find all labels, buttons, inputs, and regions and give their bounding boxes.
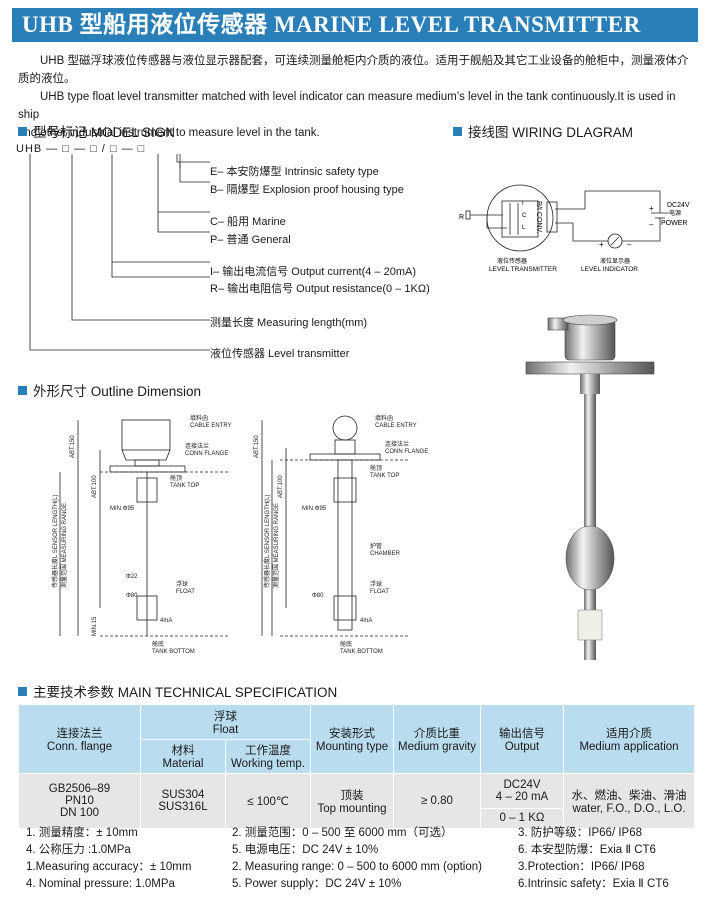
svg-text:Φ80: Φ80 xyxy=(126,593,138,599)
svg-text:连接法兰: 连接法兰 xyxy=(385,440,409,448)
wiring-supply: DC24V xyxy=(667,202,690,209)
svg-text:测量范围 MEASURING RANGE: 测量范围 MEASURING RANGE xyxy=(272,503,280,588)
svg-text:浮球: 浮球 xyxy=(176,580,188,588)
svg-text:浮球: 浮球 xyxy=(370,580,382,588)
bullet-square-icon xyxy=(18,686,27,696)
bullet-square-icon xyxy=(453,126,462,136)
svg-text:CONN FLANGE: CONN FLANGE xyxy=(185,451,228,457)
svg-text:舱底: 舱底 xyxy=(340,640,352,648)
model-sign-heading: 型号标记 MODEL SIGN xyxy=(18,121,175,141)
svg-text:舱顶: 舱顶 xyxy=(370,464,382,472)
td-gravity: ≥ 0.80 xyxy=(393,773,481,829)
product-photo xyxy=(525,314,655,660)
svg-text:TANK BOTTOM: TANK BOTTOM xyxy=(340,649,383,655)
svg-text:填料函: 填料函 xyxy=(375,414,393,422)
wiring-indicator: LEVEL INDICATOR xyxy=(581,266,638,273)
model-item-i: I– 输出电流信号 Output current(4 – 20mA) xyxy=(210,266,417,278)
wiring-r-label: R xyxy=(459,214,464,221)
svg-text:4mA: 4mA xyxy=(360,618,372,624)
td-output-resistance: 0 – 1 KΩ xyxy=(480,807,564,830)
spec-heading: 主要技术参数 MAIN TECHNICAL SPECIFICATION xyxy=(18,681,337,701)
outline-drawing: 填料函 CABLE ENTRY 连接法兰 CONN FLANGE 舱顶 TANK… xyxy=(51,414,428,655)
svg-text:ABT.100: ABT.100 xyxy=(92,475,98,498)
wiring-terminal-c: C xyxy=(522,213,527,219)
wiring-conv-label: R/I CONV. xyxy=(535,201,542,233)
svg-text:CHAMBER: CHAMBER xyxy=(370,551,401,557)
model-sign-brackets xyxy=(29,154,210,351)
svg-text:ABT.100: ABT.100 xyxy=(278,475,284,498)
svg-text:Φ80: Φ80 xyxy=(312,593,324,599)
svg-text:传感器长度L SENSOR LENGTH(L): 传感器长度L SENSOR LENGTH(L) xyxy=(263,495,271,588)
svg-text:ABT.150: ABT.150 xyxy=(70,435,76,458)
svg-text:+: + xyxy=(599,240,604,249)
intro-en-2: and other industrial instrument to measu… xyxy=(18,127,320,139)
svg-text:连接法兰: 连接法兰 xyxy=(185,442,209,450)
bullet-square-icon xyxy=(18,385,27,395)
wiring-transmitter-cn: 液位传感器 xyxy=(497,257,527,265)
svg-text:MIN.Φ95: MIN.Φ95 xyxy=(302,506,327,512)
wiring-indicator-cn: 液位显示器 xyxy=(600,257,630,265)
intro-en-1: UHB type float level transmitter matched… xyxy=(18,91,676,121)
intro-cn: UHB 型磁浮球液位传感器与液位显示器配套，可连续测量舱柜内介质的液位。适用于舰… xyxy=(18,55,689,85)
svg-text:舱底: 舱底 xyxy=(152,640,164,648)
svg-text:CONN FLANGE: CONN FLANGE xyxy=(385,449,428,455)
td-temp: ≤ 100℃ xyxy=(225,773,311,829)
svg-text:FLOAT: FLOAT xyxy=(176,589,195,595)
wiring-power: POWER xyxy=(661,220,687,227)
svg-text:MIN.15: MIN.15 xyxy=(92,616,98,636)
svg-text:+: + xyxy=(649,204,654,213)
intro-text: UHB 型磁浮球液位传感器与液位显示器配套，可连续测量舱柜内介质的液位。适用于舰… xyxy=(18,52,698,142)
svg-text:护管: 护管 xyxy=(370,542,382,550)
model-item-c: C– 船用 Marine xyxy=(210,216,286,228)
svg-text:–: – xyxy=(627,240,632,249)
wiring-diagram: R R/I CONV. I C L + – + – DC24V 电源 POWER… xyxy=(459,184,690,273)
model-item-p: P– 普通 General xyxy=(210,234,291,246)
svg-text:MIN.Φ95: MIN.Φ95 xyxy=(110,506,135,512)
svg-text:TANK BOTTOM: TANK BOTTOM xyxy=(152,649,195,655)
svg-text:CABLE ENTRY: CABLE ENTRY xyxy=(190,423,232,429)
wiring-terminal-l: L xyxy=(522,225,526,231)
svg-text:FLOAT: FLOAT xyxy=(370,589,389,595)
model-item-length: 测量长度 Measuring length(mm) xyxy=(210,317,368,329)
svg-text:测量范围 MEASURING RANGE: 测量范围 MEASURING RANGE xyxy=(60,503,68,588)
svg-text:–: – xyxy=(649,220,654,229)
svg-text:TANK TOP: TANK TOP xyxy=(370,473,399,479)
svg-text:舱顶: 舱顶 xyxy=(170,474,182,482)
svg-text:CABLE ENTRY: CABLE ENTRY xyxy=(375,423,417,429)
svg-text:传感器长度L SENSOR LENGTH(L): 传感器长度L SENSOR LENGTH(L) xyxy=(51,495,59,588)
model-item-b: B– 隔爆型 Explosion proof housing type xyxy=(210,184,404,196)
wiring-transmitter: LEVEL TRANSMITTER xyxy=(489,266,557,273)
page-title: UHB 型船用液位传感器 MARINE LEVEL TRANSMITTER xyxy=(12,8,698,42)
wiring-terminal-i: I xyxy=(522,201,524,207)
outline-heading: 外形尺寸 Outline Dimension xyxy=(18,380,201,400)
svg-text:Φ22: Φ22 xyxy=(126,574,138,580)
bullet-square-icon xyxy=(18,126,27,136)
model-item-e: E– 本安防爆型 Intrinsic safety type xyxy=(210,166,379,178)
model-item-r: R– 输出电阻信号 Output resistance(0 – 1KΩ) xyxy=(210,283,430,295)
wiring-heading: 接线图 WIRING DLAGRAM xyxy=(453,121,633,141)
svg-text:4mA: 4mA xyxy=(160,618,172,624)
wiring-supply-cn: 电源 xyxy=(669,209,681,217)
svg-text:ABT.150: ABT.150 xyxy=(254,435,260,458)
model-item-transmitter: 液位传感器 Level transmitter xyxy=(210,348,350,360)
svg-text:TANK TOP: TANK TOP xyxy=(170,483,199,489)
svg-text:填料函: 填料函 xyxy=(190,414,208,422)
model-code: UHB — □ — □ / □ — □ xyxy=(16,143,146,155)
